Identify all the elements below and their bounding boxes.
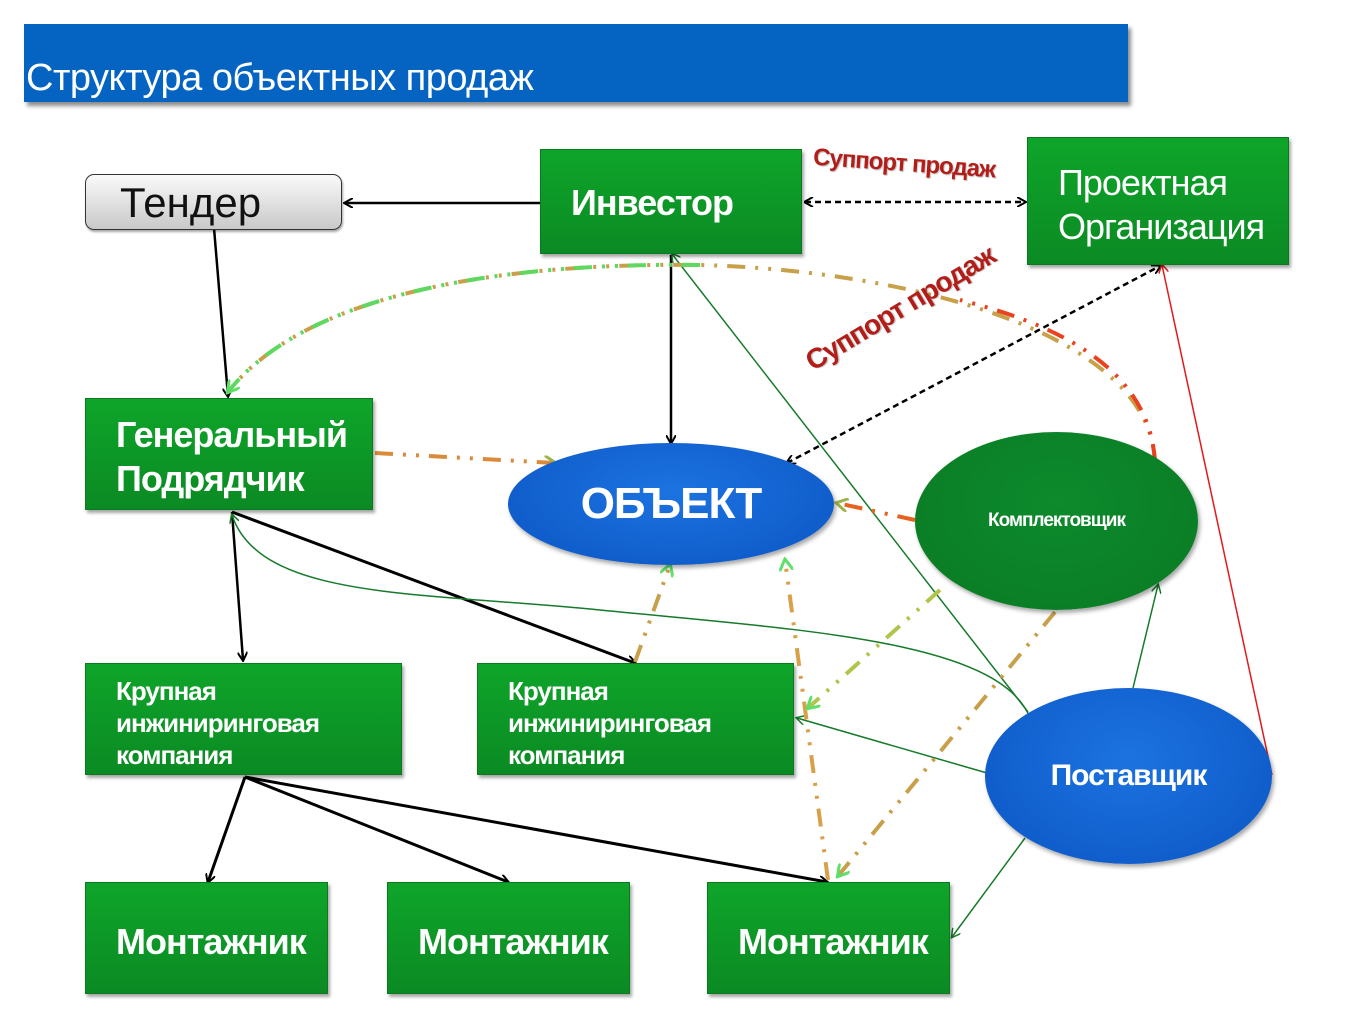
investor-label: Инвестор: [571, 182, 734, 223]
supplier-label: Поставщик: [1050, 759, 1208, 792]
general-contractor-node[interactable]: Генеральный Подрядчик: [85, 398, 373, 510]
edge-completer-inst3: [838, 610, 1057, 876]
edge-completer-object: [837, 503, 916, 522]
engineering-1-line2: инжиниринговая: [116, 708, 320, 738]
installer-1-node[interactable]: Монтажник: [85, 882, 328, 994]
edge-eng1-inst1: [208, 776, 247, 882]
edge-eng1-inst2: [244, 775, 508, 882]
edge-eng2-object: [633, 565, 670, 663]
edge-tender-general: [212, 227, 228, 396]
edge-supplier-investor: [672, 254, 1029, 713]
edge-supplier-completer: [1132, 585, 1158, 689]
project-org-node[interactable]: Проектная Организация: [1027, 137, 1289, 265]
tender-label: Тендер: [120, 179, 262, 226]
supplier-node[interactable]: Поставщик: [985, 688, 1272, 864]
completer-node[interactable]: Комплектовщик: [915, 432, 1198, 610]
title-bar: Структура объектных продаж: [24, 24, 1128, 102]
edge-completer-eng2: [808, 588, 942, 708]
engineering-1-line1: Крупная: [116, 676, 217, 706]
investor-node[interactable]: Инвестор: [540, 149, 802, 254]
edge-general-eng1: [230, 511, 243, 660]
project-org-label-line1: Проектная: [1058, 162, 1228, 203]
edge-supplier-inst3: [952, 837, 1026, 937]
edge-arc-completer-general: [228, 262, 1157, 463]
general-contractor-label-line1: Генеральный: [116, 414, 348, 455]
installer-3-label: Монтажник: [738, 921, 929, 962]
edge-supplier-eng2: [797, 718, 988, 774]
edge-object-projectorg: [787, 266, 1160, 463]
general-contractor-label-line2: Подрядчик: [116, 458, 305, 499]
project-org-label-line2: Организация: [1058, 206, 1265, 247]
installer-2-label: Монтажник: [418, 921, 609, 962]
edge-arc-overlay-green: [226, 262, 701, 394]
installer-3-node[interactable]: Монтажник: [707, 882, 950, 994]
installer-1-label: Монтажник: [116, 921, 307, 962]
object-label: ОБЪЕКТ: [580, 479, 763, 528]
engineering-company-1-node[interactable]: Крупная инжиниринговая компания: [85, 663, 402, 775]
engineering-2-line1: Крупная: [508, 676, 609, 706]
edge-general-eng2: [231, 510, 635, 663]
engineering-company-2-node[interactable]: Крупная инжиниринговая компания: [477, 663, 794, 775]
edge-eng1-inst3: [244, 775, 827, 882]
completer-label: Комплектовщик: [988, 510, 1126, 531]
engineering-2-line3: компания: [508, 740, 625, 770]
tender-node[interactable]: Тендер: [85, 174, 342, 230]
page-title: Структура объектных продаж: [26, 57, 534, 99]
edge-arc-overlay-red: [959, 298, 1157, 463]
object-node[interactable]: ОБЪЕКТ: [508, 443, 834, 565]
edge-supplier-general: [232, 515, 1031, 719]
installer-2-node[interactable]: Монтажник: [387, 882, 630, 994]
engineering-1-line3: компания: [116, 740, 233, 770]
engineering-2-line2: инжиниринговая: [508, 708, 712, 738]
edge-general-object: [374, 451, 555, 463]
edge-supplier-projectorg: [1162, 265, 1273, 776]
